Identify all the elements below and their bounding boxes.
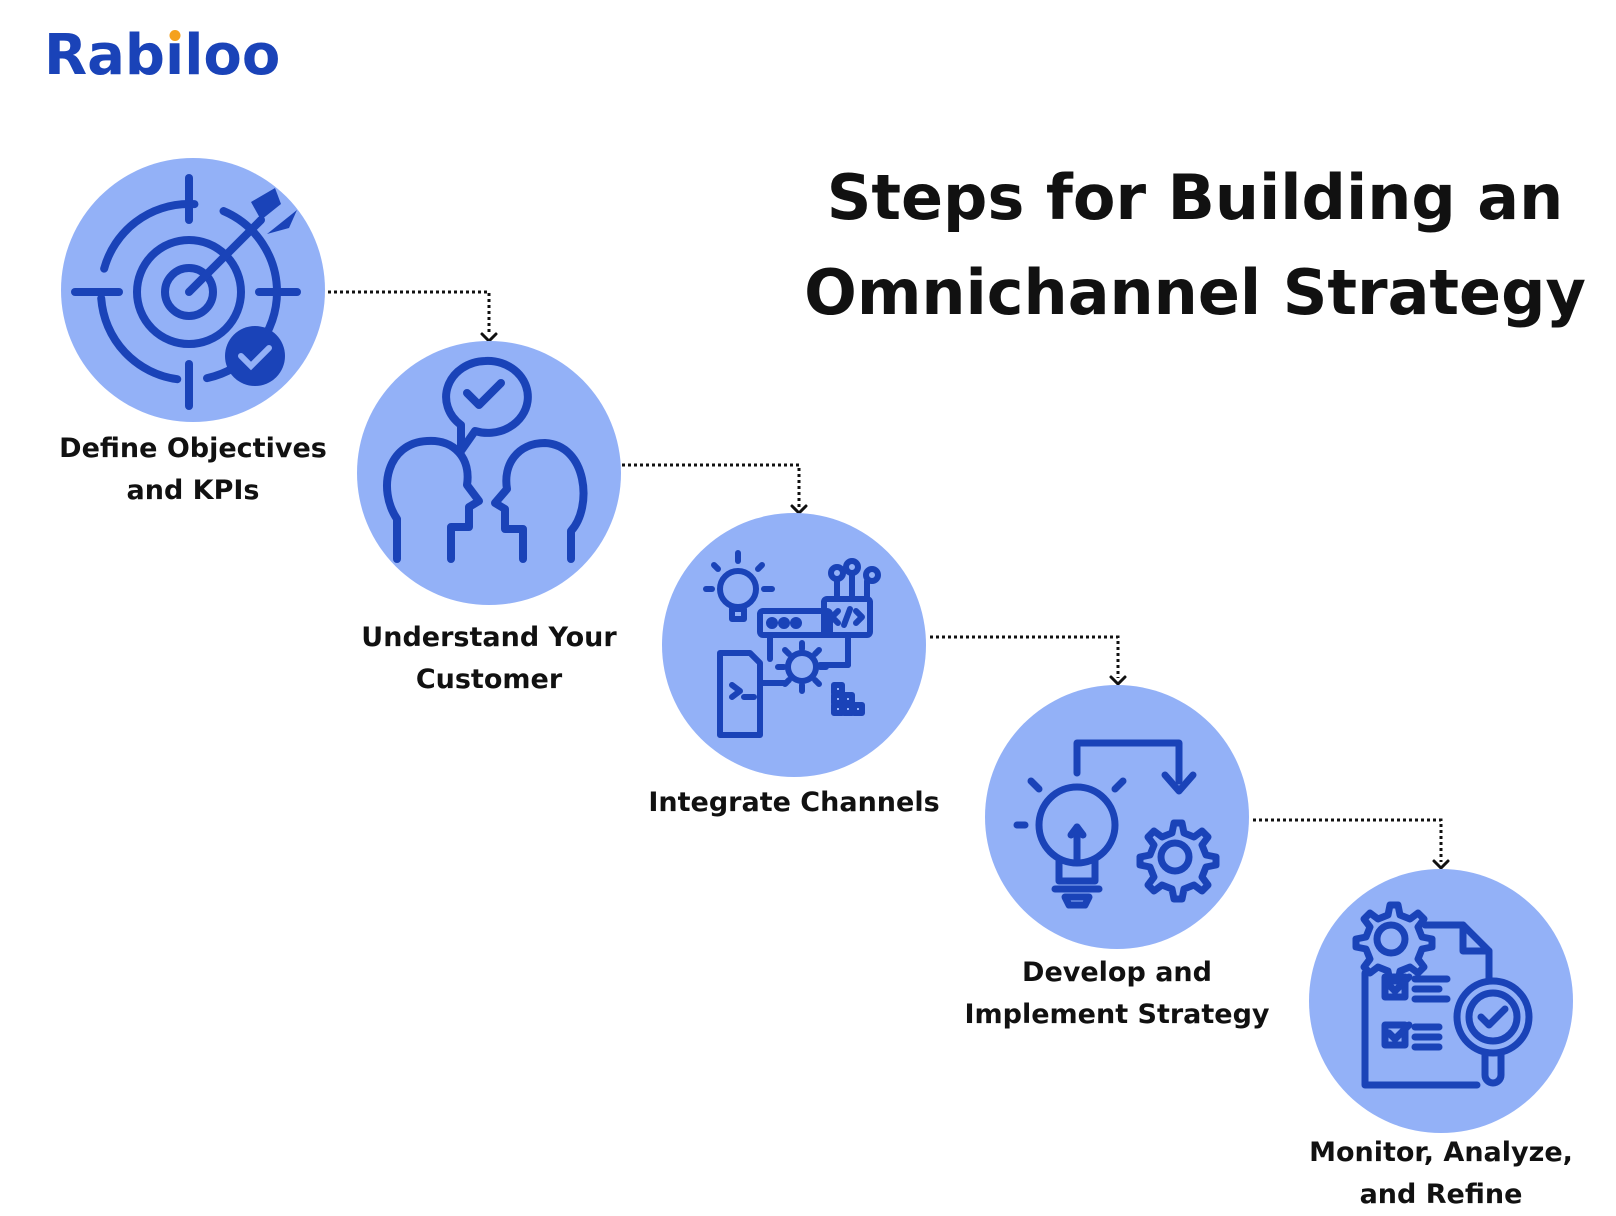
- step-5-label: Monitor, Analyze, and Refine: [1281, 1132, 1601, 1216]
- step-3-label: Integrate Channels: [634, 782, 954, 824]
- idea-gear-icon: [1013, 739, 1220, 909]
- monitor-report-icon: [1352, 901, 1533, 1089]
- step-3-label-line-1: Integrate Channels: [648, 787, 940, 818]
- step-4-label-line-2: Implement Strategy: [964, 999, 1270, 1030]
- step-4-label-line-1: Develop and: [1022, 957, 1212, 988]
- step-1-circle: [61, 158, 325, 422]
- arrowhead-4: [1109, 675, 1127, 687]
- step-1-label: Define Objectives and KPIs: [33, 428, 353, 512]
- step-5-label-line-2: and Refine: [1359, 1179, 1523, 1210]
- step-4-label: Develop and Implement Strategy: [957, 952, 1277, 1036]
- connector-1-2: [328, 290, 491, 335]
- logo-text-suffix: loo: [184, 23, 281, 88]
- step-1-label-line-1: Define Objectives: [59, 433, 327, 464]
- connector-2-3: [622, 463, 801, 507]
- step-1-label-line-2: and KPIs: [126, 475, 260, 506]
- arrowhead-2: [480, 332, 498, 344]
- arrowhead-3: [790, 504, 808, 516]
- title-line-1: Steps for Building an: [826, 161, 1564, 234]
- step-2-label: Understand Your Customer: [329, 617, 649, 701]
- step-2-label-line-2: Customer: [415, 664, 563, 695]
- step-2-circle: [357, 341, 621, 605]
- integration-icon: [703, 550, 881, 738]
- logo-dot: [169, 30, 181, 41]
- step-5-circle: [1309, 869, 1573, 1133]
- step-3-circle: [662, 513, 926, 777]
- step-2-label-line-1: Understand Your: [361, 622, 617, 653]
- arrowhead-5: [1432, 859, 1450, 871]
- page-title: Steps for Building an Omnichannel Strate…: [800, 150, 1590, 340]
- title-line-2: Omnichannel Strategy: [804, 256, 1586, 329]
- logo-text-i: ı: [165, 23, 185, 88]
- step-5-label-line-1: Monitor, Analyze,: [1309, 1137, 1573, 1168]
- step-4-circle: [985, 685, 1249, 949]
- customer-chat-icon: [383, 356, 588, 563]
- connector-3-4: [930, 635, 1120, 678]
- target-icon: [71, 174, 301, 410]
- connector-4-5: [1253, 818, 1443, 862]
- logo-text-prefix: Rab: [44, 23, 165, 88]
